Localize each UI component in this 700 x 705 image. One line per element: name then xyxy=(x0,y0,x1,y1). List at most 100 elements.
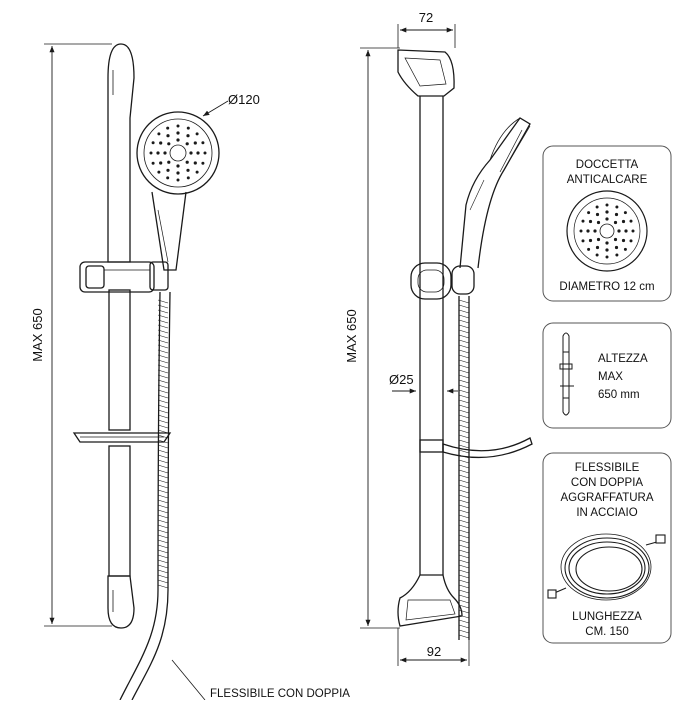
hose-hatch xyxy=(458,539,470,544)
hose-hatch xyxy=(458,459,470,464)
hose-hatch xyxy=(458,464,470,469)
nozzle-dot xyxy=(623,211,627,215)
side-bottom-bracket xyxy=(397,574,463,627)
hose-hatch xyxy=(157,494,169,499)
hose-hatch xyxy=(157,304,169,309)
side-bar xyxy=(419,96,444,575)
hose-hatch xyxy=(157,364,169,369)
hose-hatch xyxy=(458,449,470,454)
panel-height-line3: 650 mm xyxy=(598,389,640,401)
nozzle-dot xyxy=(176,171,180,175)
hose-hatch xyxy=(458,359,470,364)
front-height-label: MAX 650 xyxy=(30,308,45,361)
hose-hatch xyxy=(157,384,169,389)
front-soap-dish xyxy=(72,432,172,443)
hose-hatch xyxy=(458,559,470,564)
front-height-dimension xyxy=(44,43,112,627)
side-height-dimension xyxy=(360,47,400,629)
front-slider-holder xyxy=(79,261,169,293)
hose-hatch xyxy=(458,329,470,334)
hose-hatch xyxy=(157,534,169,539)
panel-height-line1: ALTEZZA xyxy=(598,353,648,365)
nozzle-dot xyxy=(617,229,621,233)
hose-hatch xyxy=(458,634,470,639)
hose-hatch xyxy=(157,319,169,324)
nozzle-dot xyxy=(587,247,591,251)
hose-hatch xyxy=(157,369,169,374)
hose-hatch xyxy=(458,424,470,429)
hose-hatch xyxy=(157,309,169,314)
side-height-text: MAX 650 xyxy=(344,309,359,362)
hose-hatch xyxy=(157,419,169,424)
hose-hatch xyxy=(157,359,169,364)
side-view xyxy=(360,24,533,666)
nozzle-dot xyxy=(588,238,593,243)
hose-hatch xyxy=(157,344,169,349)
hose-hatch xyxy=(157,414,169,419)
hose-hatch xyxy=(458,364,470,369)
hose-hatch xyxy=(157,444,169,449)
hose-hatch xyxy=(458,489,470,494)
nozzle-dot xyxy=(605,203,609,207)
hose-hatch xyxy=(458,304,470,309)
hose-hatch xyxy=(157,514,169,519)
hose-hatch xyxy=(157,324,169,329)
nozzle-dot xyxy=(157,132,161,136)
hose-hatch xyxy=(157,484,169,489)
nozzle-dot xyxy=(587,211,591,215)
hose-callout-text: FLESSIBILE CON DOPPIA xyxy=(210,688,350,700)
hose-hatch xyxy=(458,339,470,344)
hose-hatch xyxy=(458,579,470,584)
hose-hatch xyxy=(157,299,169,304)
mini-bar-icon xyxy=(559,332,574,416)
side-height-label: MAX 650 xyxy=(344,309,359,362)
hose-hatch xyxy=(157,374,169,379)
hose-hatch xyxy=(157,399,169,404)
nozzle-dot xyxy=(623,247,627,251)
hose-hatch xyxy=(157,329,169,334)
panel-hose-line1: FLESSIBILE xyxy=(575,462,640,474)
hose-hatch xyxy=(157,354,169,359)
nozzle-dot xyxy=(151,141,155,145)
panel-hose-line4: IN ACCIAIO xyxy=(576,507,637,519)
nozzle-dot xyxy=(201,141,205,145)
nozzle-dot xyxy=(621,219,626,224)
hose-hatch xyxy=(458,494,470,499)
hose-hatch xyxy=(157,479,169,484)
hose-hatch xyxy=(157,464,169,469)
hose-hatch xyxy=(157,404,169,409)
hose-hatch xyxy=(458,594,470,599)
nozzle-dot xyxy=(149,151,153,155)
nozzle-dot xyxy=(588,219,593,224)
hose-hatch xyxy=(157,339,169,344)
hose-hatch xyxy=(458,374,470,379)
hose-hatch xyxy=(458,614,470,619)
side-top-width-label: 72 xyxy=(419,10,433,25)
hose-hatch xyxy=(458,604,470,609)
nozzle-dot xyxy=(195,170,199,174)
hose-hatch xyxy=(157,524,169,529)
nozzle-dot xyxy=(631,229,635,233)
hose-hatch xyxy=(157,349,169,354)
hose-hatch xyxy=(458,629,470,634)
nozzle-dot xyxy=(595,245,600,250)
panel-height: ALTEZZA MAX 650 mm xyxy=(542,322,672,429)
panel-shower-head: DOCCETTA ANTICALCARE DIAMETRO 12 cm xyxy=(542,145,672,302)
hose-hatch xyxy=(458,524,470,529)
hose-hatch xyxy=(458,399,470,404)
hose-hatch xyxy=(157,574,169,579)
head-diameter-leader xyxy=(202,100,229,117)
nozzle-dot xyxy=(613,220,618,225)
hose-hatch xyxy=(157,564,169,569)
nozzle-dot xyxy=(196,151,200,155)
nozzle-dot xyxy=(605,210,609,214)
hose-hatch xyxy=(458,569,470,574)
hose-hatch xyxy=(458,384,470,389)
nozzle-dot xyxy=(621,238,626,243)
hose-hatch xyxy=(458,404,470,409)
nozzle-dot xyxy=(615,205,619,209)
side-top-width-dimension xyxy=(397,24,456,48)
nozzle-dot xyxy=(593,229,597,233)
nozzle-dot xyxy=(201,161,205,165)
hose-hatch xyxy=(157,544,169,549)
